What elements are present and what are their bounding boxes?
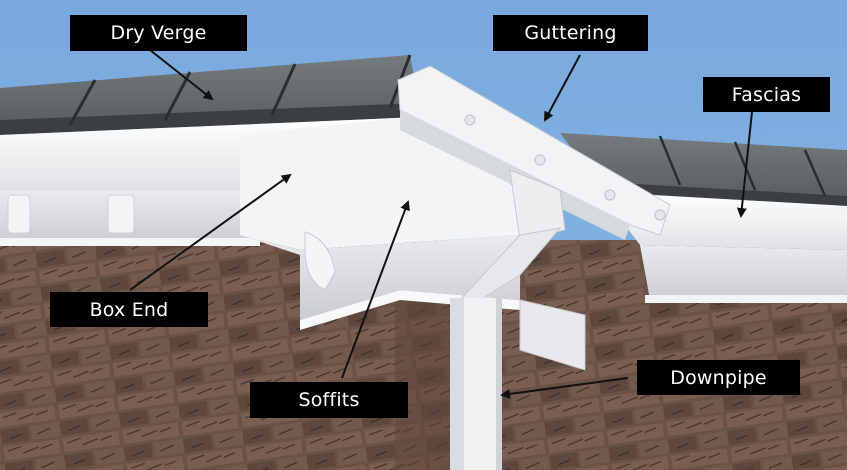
label-fascias: Fascias — [703, 77, 830, 112]
label-soffits: Soffits — [250, 382, 408, 418]
label-guttering: Guttering — [493, 15, 648, 51]
label-box-end: Box End — [50, 292, 208, 327]
label-downpipe: Downpipe — [637, 360, 800, 395]
label-dry-verge: Dry Verge — [70, 15, 247, 51]
